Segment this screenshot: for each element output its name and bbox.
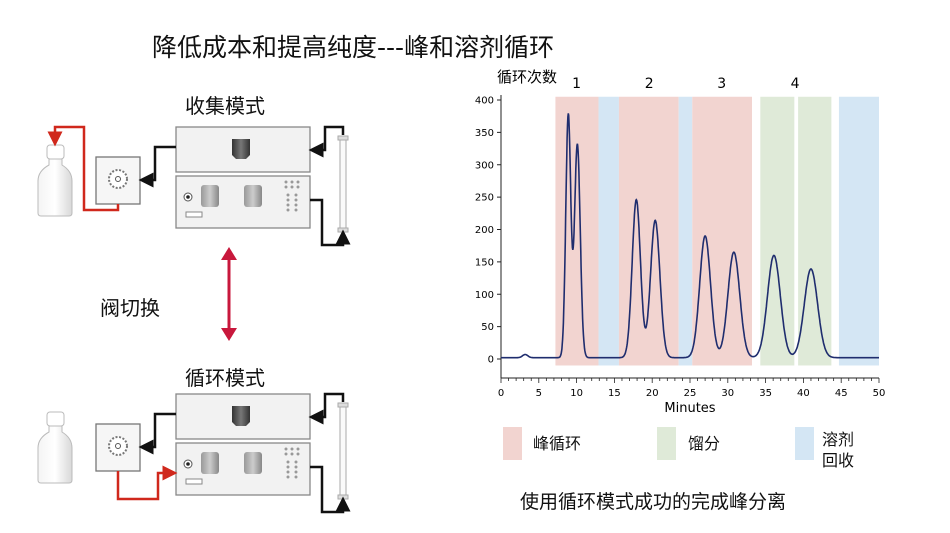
collect-mode-label: 收集模式 bbox=[185, 94, 265, 118]
band-solvent-recovery bbox=[838, 96, 879, 366]
legend-swatch-peak-recycle bbox=[503, 427, 522, 460]
x-tick-label: 25 bbox=[684, 388, 697, 399]
legend-label-peak-recycle: 峰循环 bbox=[533, 434, 582, 453]
y-tick-label: 350 bbox=[475, 128, 494, 139]
y-tick-label: 150 bbox=[475, 257, 494, 268]
x-tick-label: 15 bbox=[608, 388, 621, 399]
x-axis-label: Minutes bbox=[664, 401, 715, 416]
band-fraction bbox=[760, 96, 795, 366]
y-tick-label: 0 bbox=[488, 355, 494, 366]
x-tick-label: 0 bbox=[498, 388, 504, 399]
y-tick-label: 250 bbox=[475, 193, 494, 204]
page-title: 降低成本和提高纯度---峰和溶剂循环 bbox=[152, 33, 555, 62]
collect-flow-line bbox=[47, 125, 120, 212]
x-tick-label: 35 bbox=[759, 388, 772, 399]
valve-switch-arrow bbox=[221, 247, 237, 341]
band-fraction bbox=[798, 96, 832, 366]
x-tick-label: 20 bbox=[646, 388, 659, 399]
collect-mode-system bbox=[38, 125, 348, 245]
cycle-label: 1 bbox=[572, 76, 581, 92]
cycle-label: 3 bbox=[717, 76, 726, 92]
y-tick-label: 300 bbox=[475, 160, 494, 171]
y-tick-label: 200 bbox=[475, 225, 494, 236]
cycle-label: 4 bbox=[791, 76, 800, 92]
x-tick-label: 50 bbox=[873, 388, 886, 399]
x-tick-label: 30 bbox=[721, 388, 734, 399]
x-tick-label: 10 bbox=[570, 388, 583, 399]
caption: 使用循环模式成功的完成峰分离 bbox=[520, 491, 787, 513]
cycle-label: 2 bbox=[645, 76, 654, 92]
legend-swatch-solvent-recovery bbox=[795, 427, 814, 460]
recycle-mode-system bbox=[38, 394, 348, 512]
y-tick-label: 50 bbox=[481, 322, 494, 333]
band-solvent-recovery bbox=[678, 96, 693, 366]
y-tick-label: 400 bbox=[475, 96, 494, 107]
recycle-mode-label: 循环模式 bbox=[185, 366, 265, 390]
legend-swatch-fraction bbox=[657, 427, 676, 460]
legend-label-solvent-recovery-2: 回收 bbox=[822, 451, 855, 470]
chromatogram-line bbox=[501, 113, 879, 359]
band-peak-recycle bbox=[618, 96, 679, 366]
x-tick-label: 5 bbox=[536, 388, 542, 399]
y-axis-label: 循环次数 bbox=[497, 68, 557, 86]
recycle-flow-line bbox=[116, 465, 178, 501]
x-tick-label: 45 bbox=[835, 388, 848, 399]
legend-label-solvent-recovery-1: 溶剂 bbox=[822, 430, 855, 449]
y-tick-label: 100 bbox=[475, 290, 494, 301]
x-tick-label: 40 bbox=[797, 388, 810, 399]
band-peak-recycle bbox=[555, 96, 599, 366]
legend-label-fraction: 馏分 bbox=[688, 434, 721, 453]
valve-switch-label: 阀切换 bbox=[100, 296, 160, 320]
band-solvent-recovery bbox=[598, 96, 619, 366]
